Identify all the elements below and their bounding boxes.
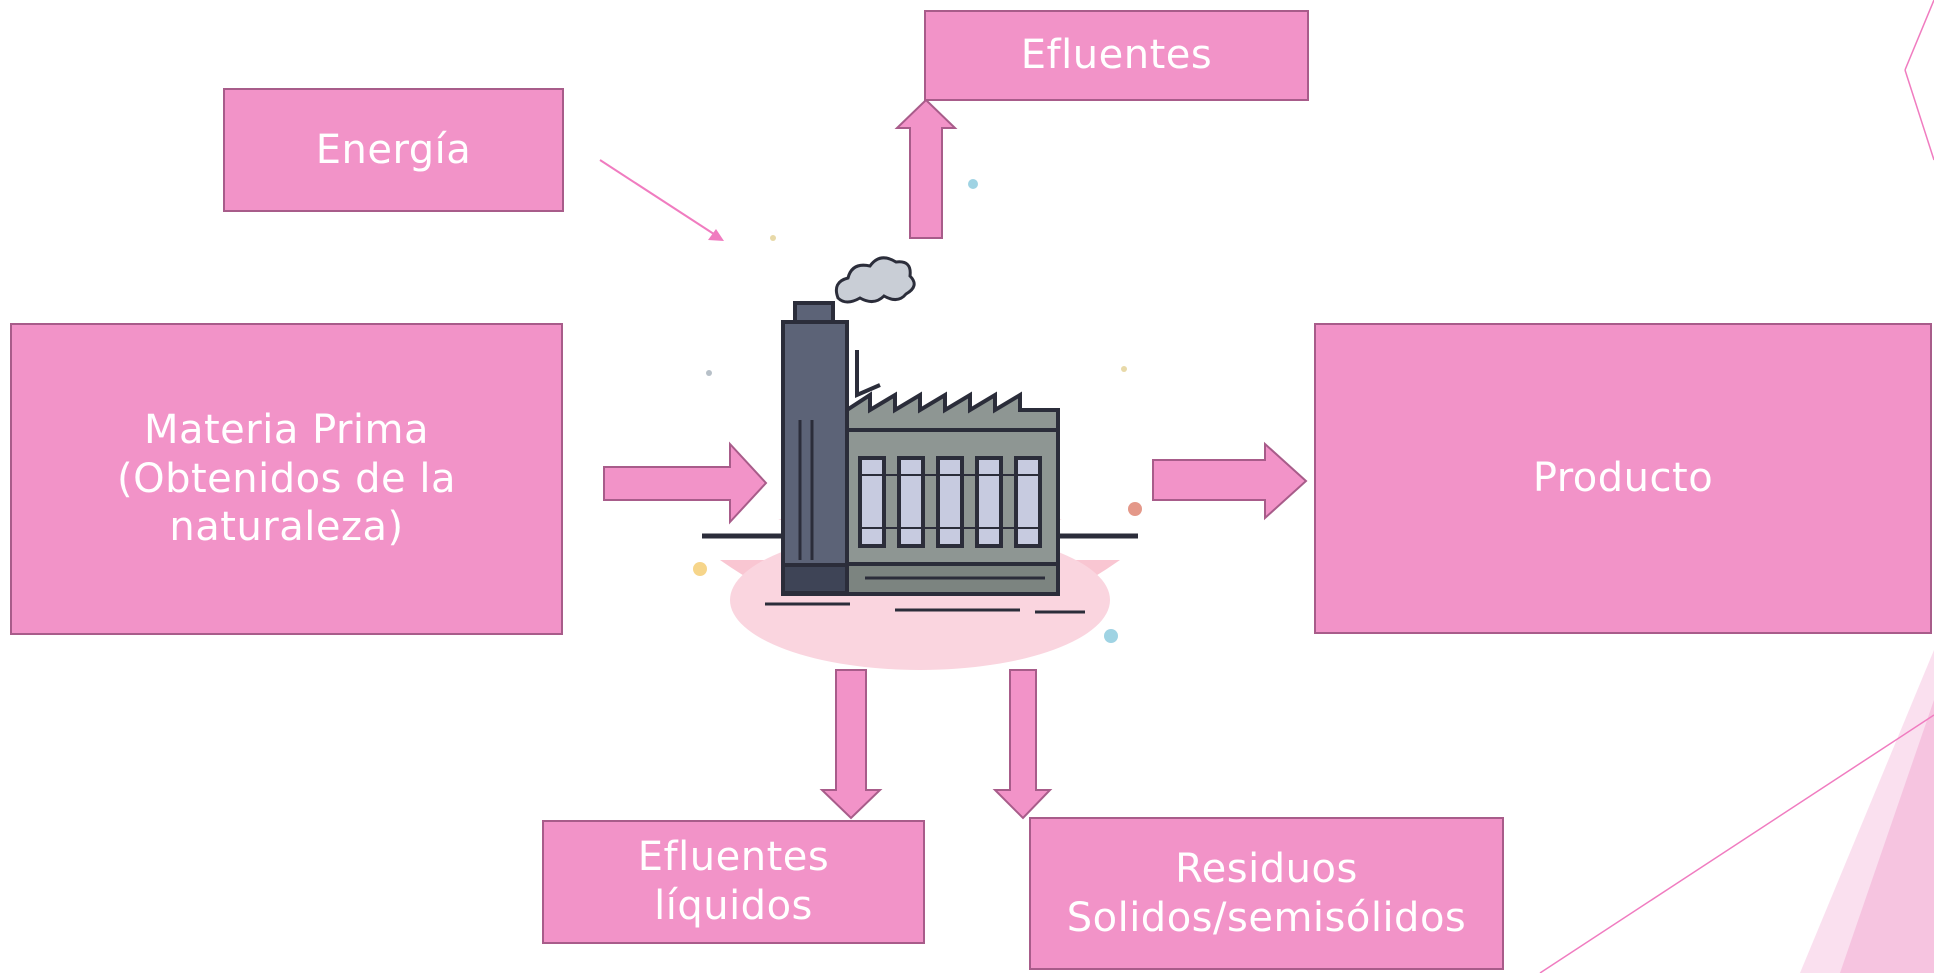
residuos-line-2: Solidos/semisólidos: [1066, 894, 1467, 941]
producto-box: Producto: [1314, 323, 1932, 634]
materia-prima-line-3: naturaleza): [169, 504, 404, 551]
efluentes-liquidos-line-2: líquidos: [654, 883, 813, 929]
efluentes-liquidos-line-1: Efluentes: [637, 834, 830, 881]
producto-arrow: [1152, 441, 1308, 521]
efluentes-liquidos-arrow: [819, 669, 883, 820]
efluentes-box: Efluentes: [924, 10, 1309, 101]
producto-label: Producto: [1532, 455, 1714, 502]
efluentes-label: Efluentes: [1020, 32, 1213, 79]
materia-prima-box: Materia Prima (Obtenidos de la naturalez…: [10, 323, 563, 635]
efluentes-liquidos-box: Efluentes líquidos: [542, 820, 925, 944]
efluentes-arrow: [894, 98, 958, 239]
energia-label: Energía: [315, 126, 472, 173]
energia-box: Energía: [223, 88, 564, 212]
materia-prima-arrow: [603, 441, 768, 525]
materia-prima-line-1: Materia Prima: [143, 406, 430, 453]
residuos-box: Residuos Solidos/semisólidos: [1029, 817, 1504, 970]
materia-prima-line-2: (Obtenidos de la: [117, 455, 456, 502]
residuos-arrow: [992, 669, 1053, 820]
energia-arrow: [599, 159, 721, 239]
residuos-line-1: Residuos: [1175, 845, 1358, 892]
